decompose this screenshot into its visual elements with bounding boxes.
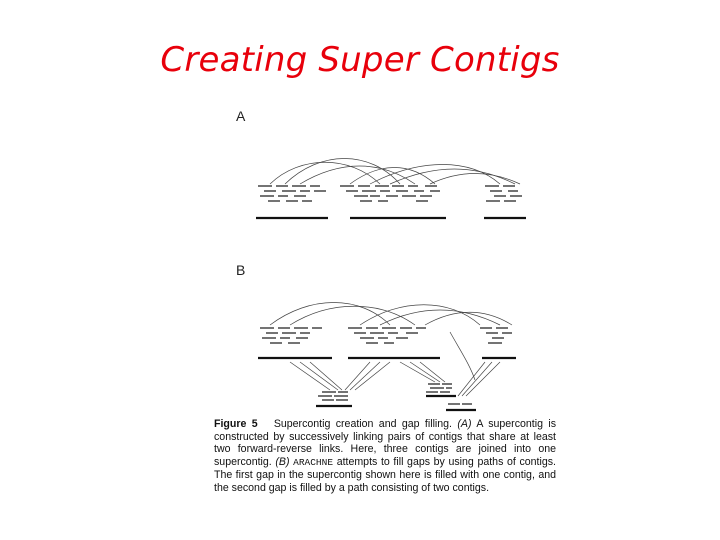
caption-figure-label: Figure 5 <box>214 418 258 430</box>
caption-b-marker: (B) <box>275 455 290 468</box>
panel-a-label: A <box>236 108 246 124</box>
panel-b-label: B <box>236 262 246 278</box>
caption-a-marker: (A) <box>457 418 472 430</box>
caption-a-text: A supercontig is constructed by successi… <box>214 418 557 468</box>
slide-title: Creating Super Contigs <box>160 40 560 80</box>
figure-caption: Figure 5 Supercontig creation and gap fi… <box>214 418 556 495</box>
supercontig-figure <box>256 158 526 412</box>
caption-title: Supercontig creation and gap filling. <box>273 418 453 430</box>
caption-b-text: attempts to fill gaps by using paths of … <box>214 455 556 494</box>
panel-b-diagram <box>258 302 516 412</box>
panel-a-diagram <box>256 158 526 220</box>
caption-program-name: ARACHNE <box>293 456 334 468</box>
